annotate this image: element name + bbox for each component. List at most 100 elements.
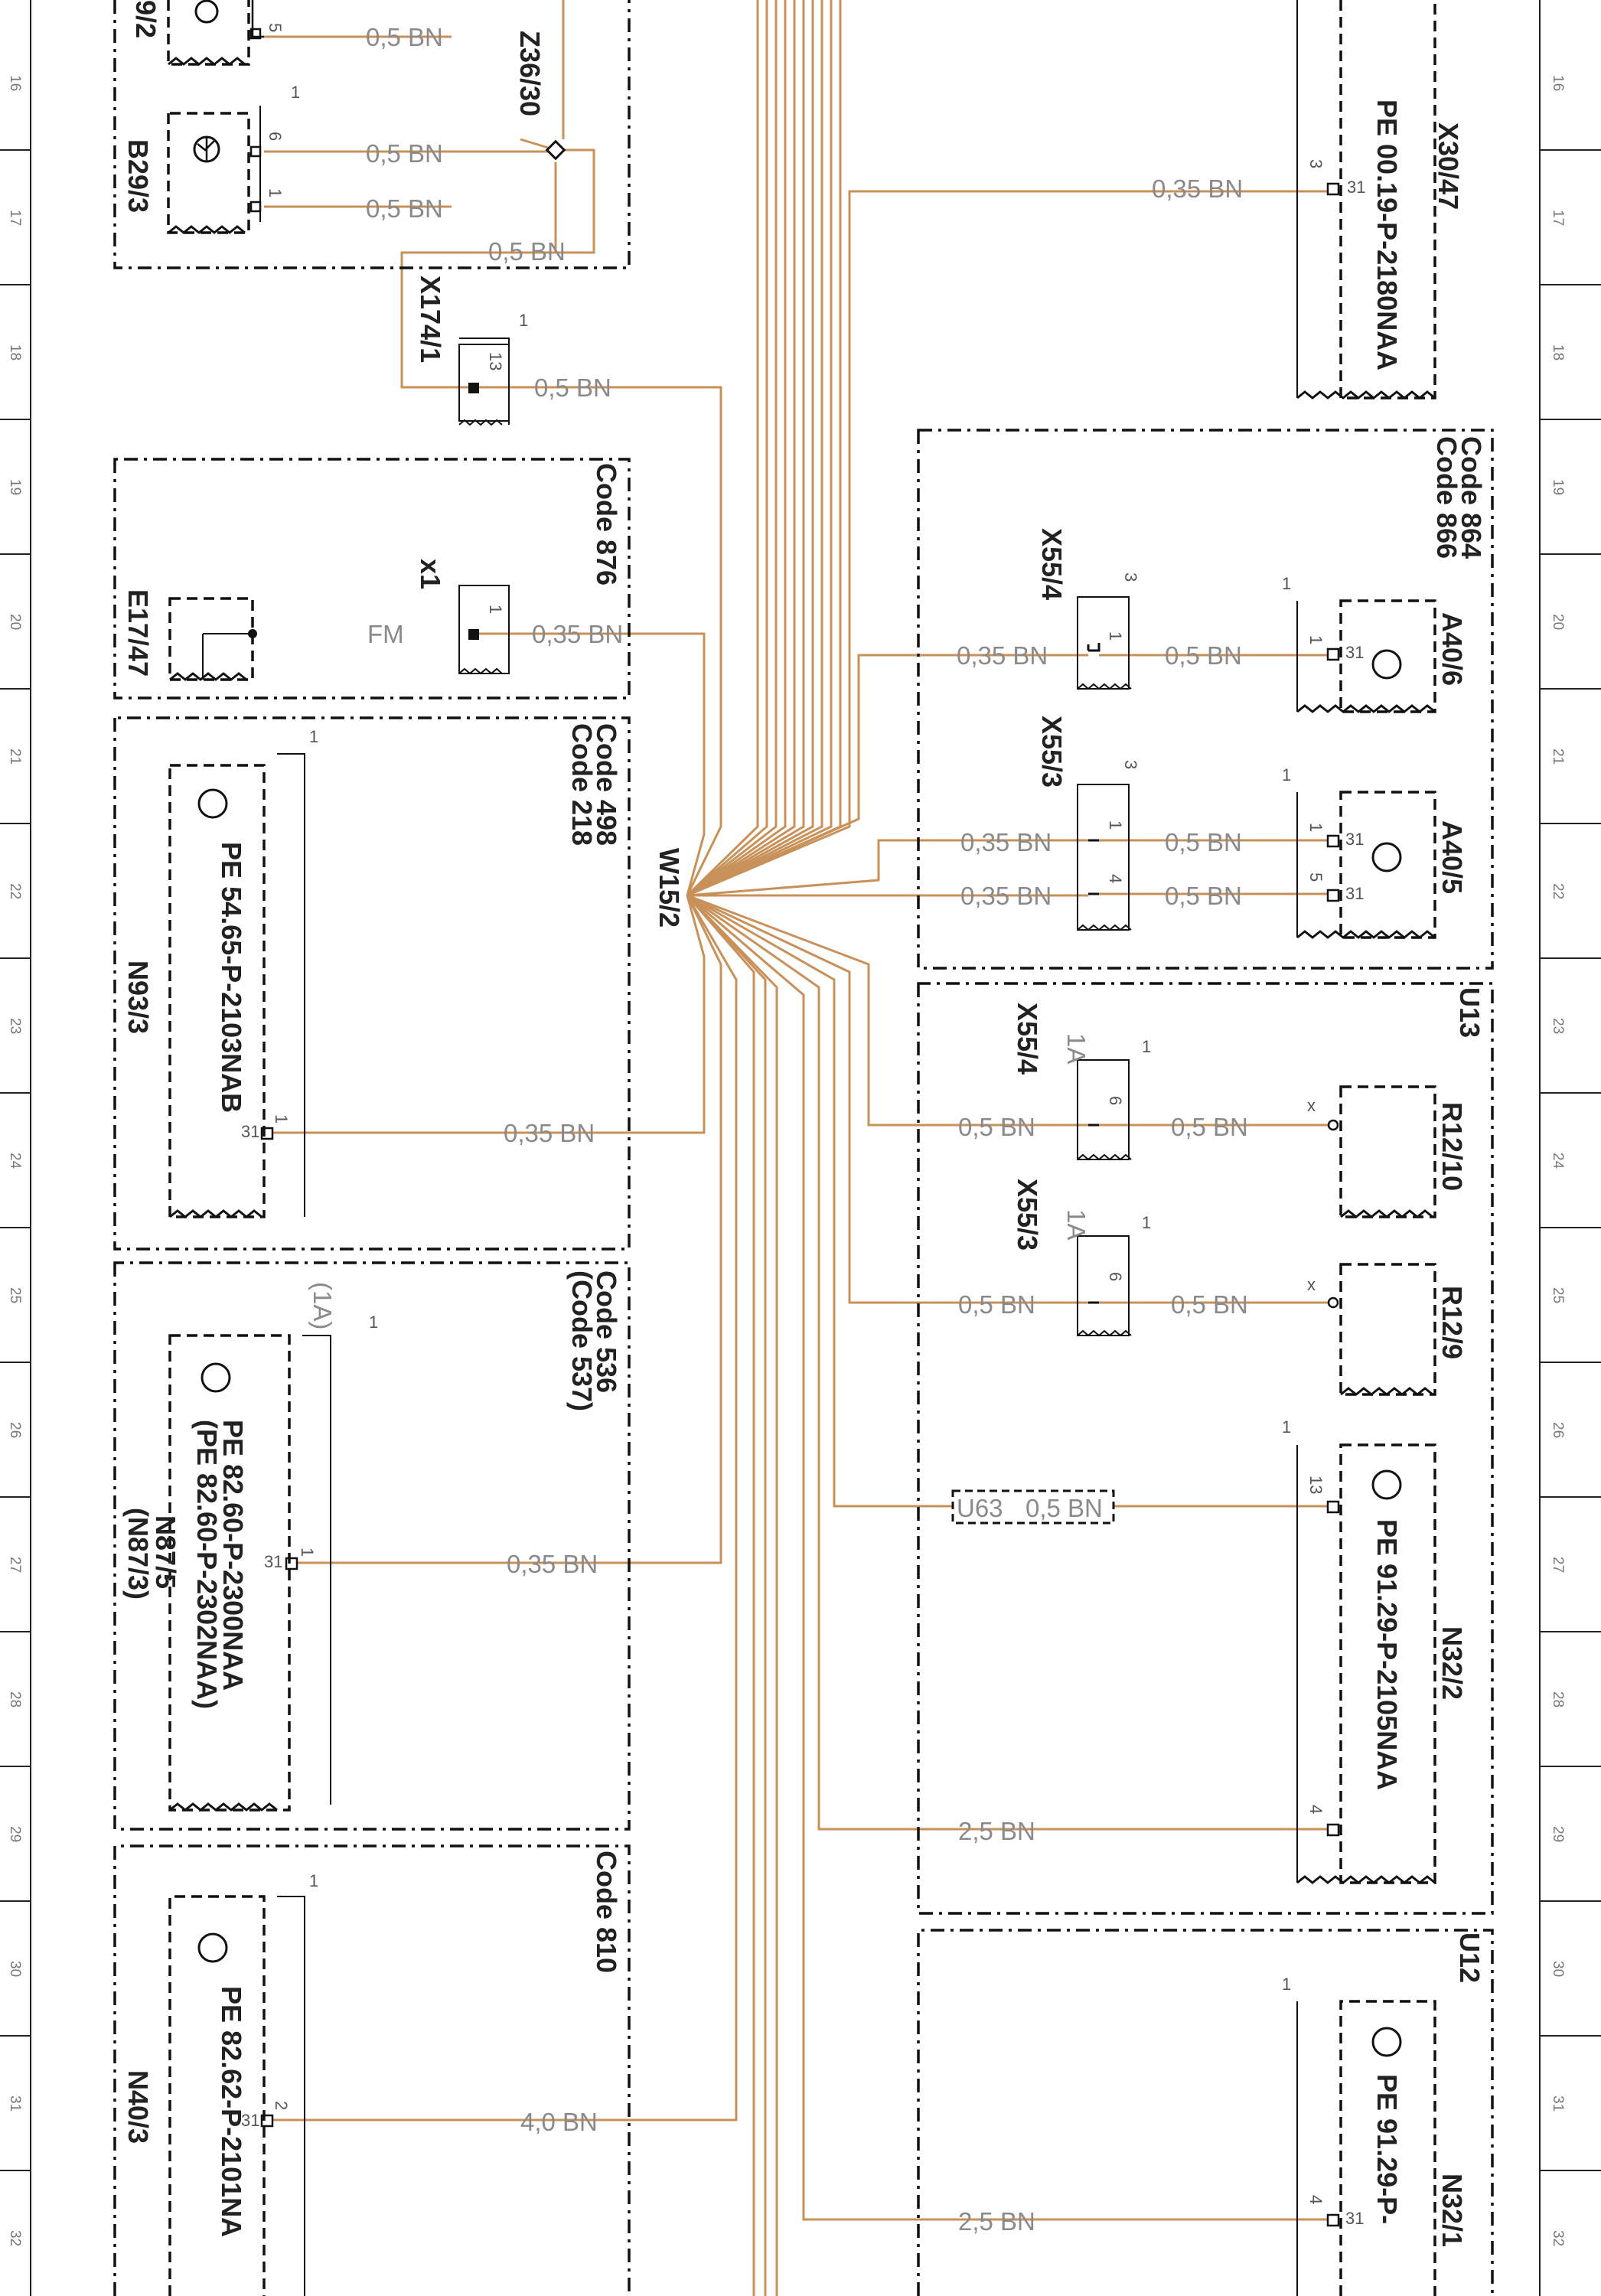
wire (686, 894, 1328, 1508)
x30-47-pin: 3 (1306, 159, 1325, 168)
grid-row-number: 29 (1550, 1826, 1566, 1842)
x55-4-b-conn-pin: 1 (1142, 1037, 1151, 1056)
r12-9-component[interactable]: x R12/9 (1307, 1263, 1468, 1396)
n87-5-id: N87/5 (150, 1515, 181, 1589)
code-498-label: Code 498 (591, 723, 622, 846)
n87-5-component[interactable]: 31 1 1 (1A) PE 82.60-P-2300NAA (PE 82.60… (122, 1282, 378, 1812)
grid-row-number: 26 (7, 1422, 23, 1438)
x55-3-connector-a[interactable]: 1 4 3 X55/3 (1036, 716, 1140, 931)
x174-1-id: X174/1 (415, 276, 446, 363)
a40-6-pin: 1 (1306, 635, 1325, 644)
n32-1-component[interactable]: 31 4 1 PE 91.29-P- N32/1 (1282, 1975, 1468, 2296)
wire (686, 0, 778, 897)
n40-3-ground: 31 (241, 2111, 259, 2130)
e17-47-component[interactable]: E17/47 FM (122, 589, 404, 681)
b29-3-component[interactable]: 1 6 1 B29/3 (122, 83, 300, 234)
a40-6-id: A40/6 (1436, 612, 1468, 686)
code-866-label: Code 866 (1431, 436, 1462, 559)
a40-5-component[interactable]: 31 31 1 5 1 A40/5 (1282, 765, 1468, 939)
code-876-group: Code 876 (113, 458, 631, 700)
wire (686, 0, 823, 897)
wire-labels: 0,5 BN 0,5 BN 0,5 BN 0,5 BN 0,5 BN 0,35 … (366, 23, 1248, 2236)
wire (272, 895, 738, 2122)
wire-label-x30-47: 0,35 BN (1152, 174, 1243, 203)
x174-1-conn-pin: 1 (519, 311, 528, 330)
a40-5-id: A40/5 (1436, 820, 1468, 894)
u63-label: U63 (957, 1494, 1003, 1522)
grid-row-number: 20 (7, 614, 23, 630)
x55-4-a-id: X55/4 (1036, 528, 1068, 600)
x55-3-connector-b[interactable]: 6 1 1A X55/3 (1012, 1179, 1151, 1337)
grid-row-number: 27 (7, 1557, 23, 1573)
x55-3-a-id: X55/3 (1036, 716, 1068, 788)
wire-label-x174-1: 0,5 BN (534, 373, 611, 402)
x55-4-connector-b[interactable]: 6 1 1A X55/4 (1012, 1003, 1151, 1161)
grid-row-number: 19 (1550, 479, 1566, 495)
wire-label-x55-3-a-out-2: 0,5 BN (1165, 882, 1242, 910)
wire-label-e17-47: 0,35 BN (532, 620, 623, 648)
wire-label-b29-2: 0,5 BN (366, 23, 443, 51)
grid-row-number: 20 (1550, 614, 1566, 630)
x55-4-connector-a[interactable]: 1 3 X55/4 (1036, 528, 1140, 690)
grid-row-number: 25 (7, 1287, 23, 1303)
wire (686, 0, 833, 897)
grid-row-number: 32 (1550, 2230, 1566, 2246)
wire-label-n32-1: 2,5 BN (958, 2207, 1035, 2236)
n93-3-component[interactable]: 31 1 1 PE 54.65-P-2103NAB N93/3 (122, 727, 318, 1218)
a40-6-conn-pin: 1 (1282, 574, 1291, 593)
x30-47-ground: 31 (1347, 178, 1365, 197)
x1-id: x1 (415, 559, 446, 589)
n32-1-ground: 31 (1345, 2209, 1364, 2228)
n40-3-component[interactable]: 31 2 1 PE 82.62-P-2101NA N40/3 (122, 1871, 318, 2296)
grid-row-number: 23 (1550, 1018, 1566, 1034)
wire-label-x55-3-a-in-2: 0,35 BN (960, 882, 1052, 910)
x55-4-a-conn-pin: 3 (1121, 572, 1140, 582)
r12-9-x: x (1307, 1275, 1316, 1294)
grid-row-number: 24 (1550, 1153, 1566, 1169)
splice-w15-2-label: W15/2 (654, 848, 685, 928)
grid-row-number: 24 (7, 1153, 23, 1169)
wire-label-x55-4-a-out: 0,5 BN (1165, 641, 1242, 670)
n32-2-id: N32/2 (1436, 1626, 1468, 1700)
x55-3-a-conn-pin: 3 (1121, 760, 1140, 769)
x30-47-id: X30/47 (1433, 122, 1464, 210)
n32-2-component[interactable]: 13 4 1 PE 91.29-P-2105NAA N32/2 (1282, 1417, 1468, 1884)
z36-30-splice (545, 139, 566, 161)
wire-label-x55-3-b-in: 0,5 BN (958, 1290, 1035, 1319)
grid-row-number: 27 (1550, 1557, 1566, 1573)
code-810-label: Code 810 (591, 1851, 622, 1973)
wire (686, 894, 778, 2296)
wire (400, 148, 595, 389)
wire (686, 0, 787, 897)
x55-4-b-pin: 6 (1106, 1096, 1125, 1105)
b29-3-pin-1: 1 (266, 188, 285, 197)
grid-row-number: 17 (1550, 210, 1566, 226)
code-536-group: Code 536 (Code 537) (113, 1261, 631, 1831)
n87-5-conn-pin: 1 (369, 1313, 378, 1332)
r12-10-component[interactable]: x R12/10 (1307, 1085, 1468, 1218)
b29-2-id: 9/2 (130, 0, 161, 38)
r12-10-x: x (1307, 1096, 1316, 1115)
wire (686, 0, 814, 897)
code-864-866-group: Code 864 Code 866 (917, 429, 1494, 970)
grid-row-number: 23 (7, 1018, 23, 1034)
n32-1-id: N32/1 (1436, 2174, 1468, 2247)
x1-connector[interactable]: 1 x1 (415, 559, 510, 675)
wire-label-x55-3-b-out: 0,5 BN (1171, 1290, 1248, 1319)
wire (686, 654, 1088, 897)
wire-label-n87-5: 0,35 BN (507, 1550, 598, 1578)
b29-2-component[interactable]: 5 9/2 (113, 0, 631, 269)
a40-6-component[interactable]: 31 1 1 A40/6 (1282, 574, 1468, 713)
b29-3-conn-pin: 1 (291, 83, 300, 102)
wire-label-z36-30: 0,5 BN (488, 237, 566, 266)
x174-1-connector[interactable]: 1 13 X174/1 (415, 276, 528, 426)
wire (686, 894, 1088, 1304)
grid-row-number: 28 (1550, 1691, 1566, 1707)
z36-30-id: Z36/30 (514, 31, 546, 116)
grid-row-number: 21 (1550, 748, 1566, 765)
a40-6-ground: 31 (1345, 643, 1364, 662)
n93-3-conn-pin: 1 (309, 727, 318, 746)
x30-47-component[interactable]: 31 3 PE 00.19-P-2180NAA X30/47 (1296, 0, 1464, 400)
x55-4-a-pin: 1 (1106, 631, 1125, 641)
